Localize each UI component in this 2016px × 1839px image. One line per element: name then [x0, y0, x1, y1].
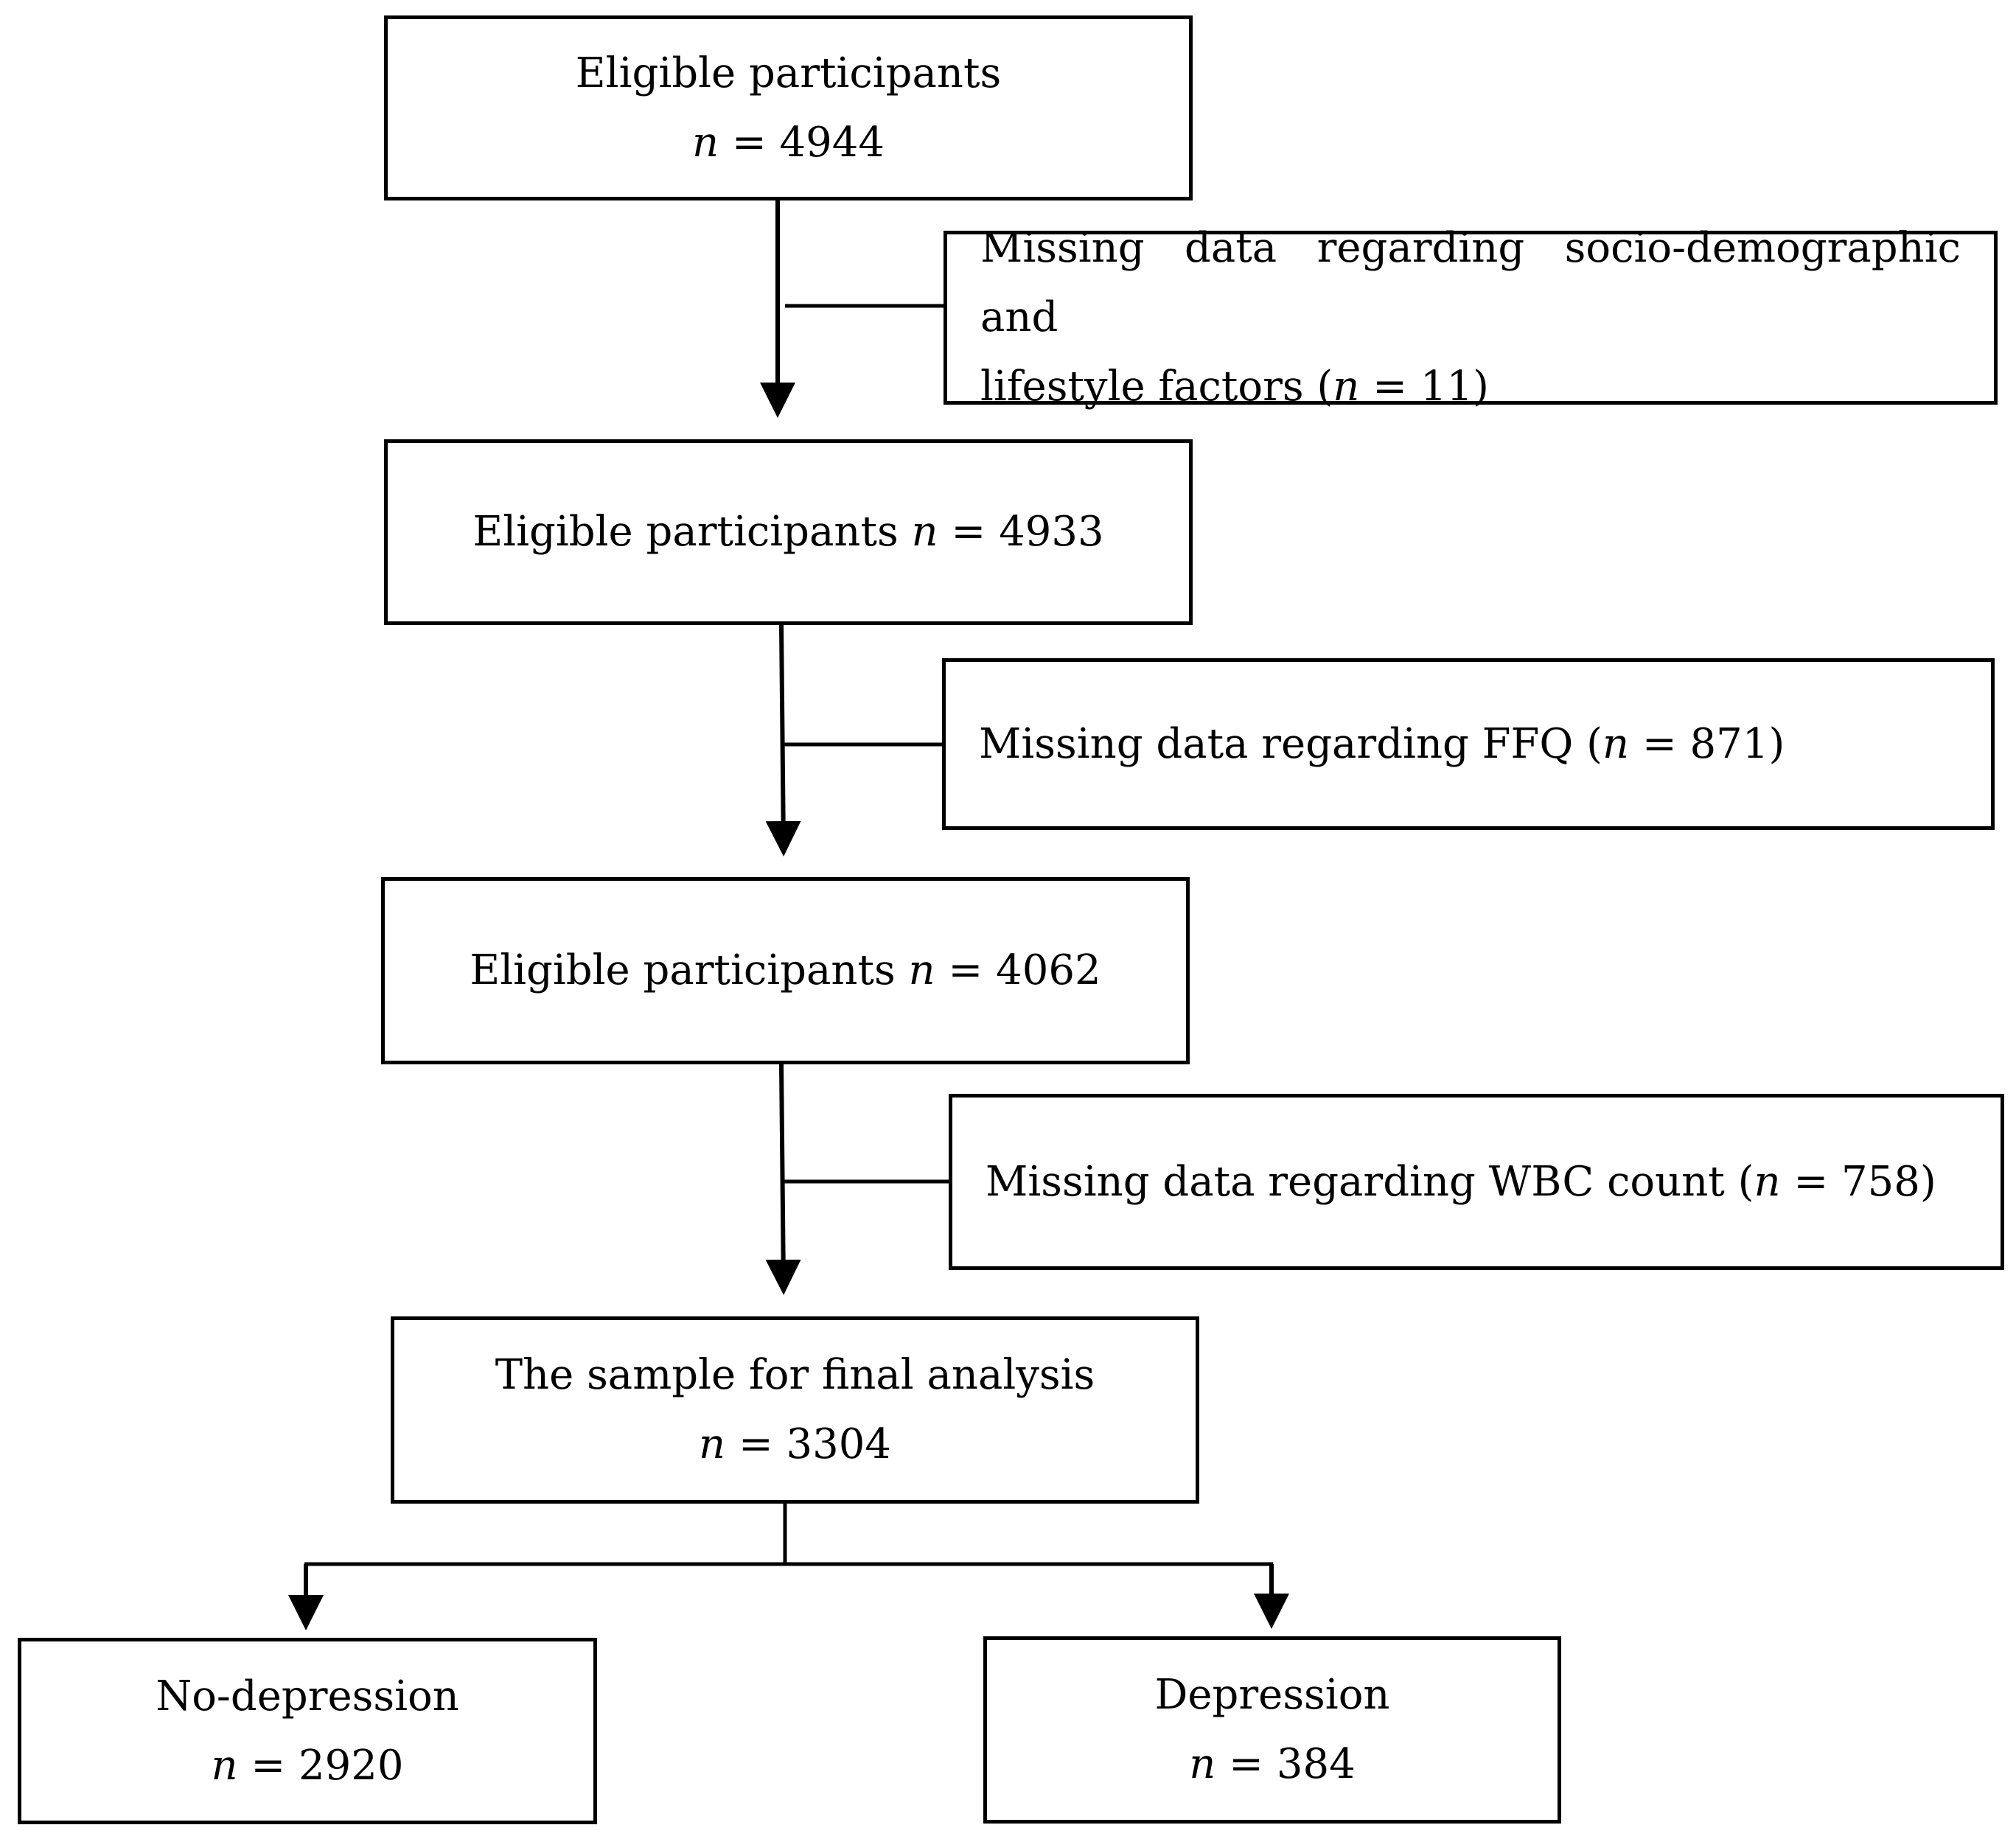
count-line: n = 4944 — [692, 108, 885, 178]
box-label: No-depression — [156, 1672, 459, 1720]
box-eligible-participants-2: Eligible participants n = 4933 — [384, 439, 1193, 625]
count-value: 3304 — [786, 1420, 892, 1468]
count-value: 871 — [1689, 719, 1769, 768]
box-exclusion-ffq: Missing data regarding FFQ (n = 871) — [942, 658, 1995, 830]
exclusion-text-line1: Missing data regarding socio-demographic… — [980, 224, 1961, 341]
n-symbol: n — [911, 508, 938, 556]
n-symbol: n — [1754, 1157, 1781, 1206]
count-value: 4944 — [779, 118, 885, 167]
box-label: Eligible participants — [472, 508, 899, 556]
n-symbol: n — [1602, 719, 1630, 768]
box-no-depression: No-depression n = 2920 — [18, 1638, 597, 1824]
n-symbol: n — [691, 118, 719, 167]
equals-sign: = — [719, 118, 780, 167]
count-line: n = 384 — [1189, 1740, 1356, 1788]
arrow-step3-to-final — [765, 1064, 801, 1295]
n-symbol: n — [1189, 1740, 1216, 1788]
n-symbol: n — [908, 946, 935, 994]
count-value: 11 — [1420, 363, 1473, 411]
n-symbol: n — [698, 1420, 726, 1468]
box-label: Eligible participants — [575, 49, 1002, 97]
box-exclusion-sociodemographic: Missing data regarding socio-demographic… — [944, 224, 1998, 411]
exclusion-text: Missing data regarding FFQ (n = 871) — [979, 719, 1785, 768]
box-label: The sample for final analysis — [495, 1351, 1095, 1399]
count-value: 758 — [1841, 1157, 1920, 1206]
box-eligible-participants-1: Eligible participants n = 4944 — [384, 15, 1193, 200]
count-line: n = 2920 — [211, 1741, 404, 1790]
count-line: n = 3304 — [698, 1420, 892, 1468]
box-depression: Depression n = 384 — [983, 1636, 1561, 1824]
box-label-line: Eligible participants n = 4933 — [472, 508, 1104, 556]
box-label: Eligible participants — [470, 946, 896, 994]
exclusion-text-line2: lifestyle factors (n = 11) — [980, 363, 1490, 411]
count-value: 4062 — [996, 946, 1101, 994]
exclusion-text: Missing data regarding WBC count (n = 75… — [986, 1157, 1936, 1206]
box-final-sample: The sample for final analysis n = 3304 — [391, 1316, 1199, 1504]
box-exclusion-wbc: Missing data regarding WBC count (n = 75… — [949, 1094, 2004, 1270]
box-label-line: Eligible participants n = 4062 — [470, 946, 1101, 994]
box-label: Depression — [1154, 1671, 1390, 1719]
arrow-step2-to-step3 — [765, 624, 801, 856]
n-symbol: n — [211, 1741, 238, 1790]
n-symbol: n — [1333, 363, 1360, 411]
count-value: 2920 — [299, 1741, 404, 1790]
box-eligible-participants-3: Eligible participants n = 4062 — [381, 877, 1190, 1064]
count-value: 4933 — [999, 508, 1104, 556]
count-value: 384 — [1276, 1740, 1356, 1788]
